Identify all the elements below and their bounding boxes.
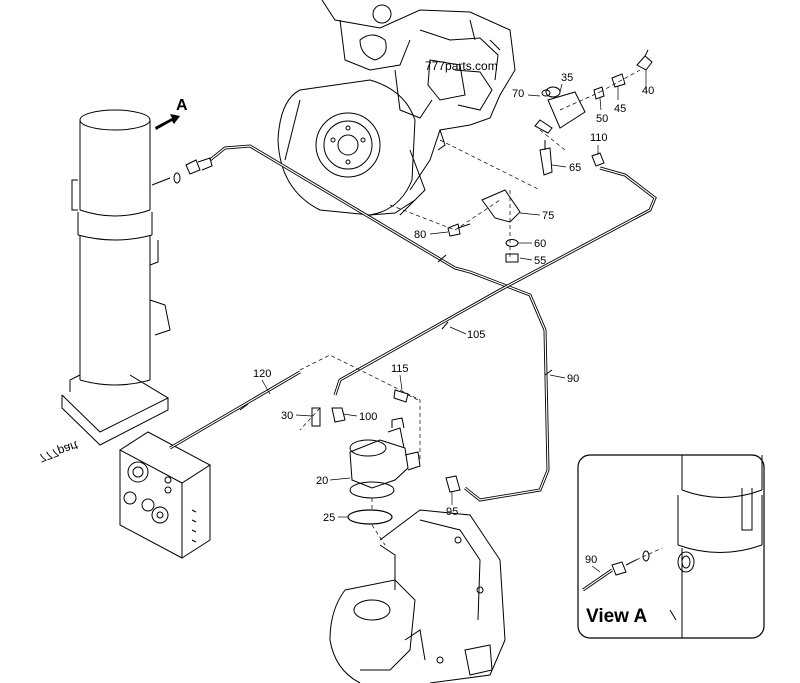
callout-120: 120	[253, 368, 271, 380]
view-arrow	[155, 114, 180, 130]
fitting-50	[593, 86, 605, 100]
inset-title: View A	[586, 606, 648, 627]
callout-35: 35	[561, 72, 573, 84]
callout-90-inset: 90	[585, 554, 597, 566]
callout-60: 60	[534, 238, 546, 250]
washer-60	[505, 239, 519, 247]
view-letter: A	[176, 97, 188, 114]
watermark-top: 777parts.com	[425, 59, 498, 73]
callout-20: 20	[316, 475, 328, 487]
engine-drawing	[277, 0, 516, 216]
callout-90: 90	[567, 373, 579, 385]
fitting-115	[393, 389, 409, 403]
hose-105	[209, 144, 550, 502]
callout-100: 100	[359, 411, 377, 423]
callout-55: 55	[534, 255, 546, 267]
bolt-30	[311, 407, 321, 427]
callout-25: 25	[323, 512, 335, 524]
compressor-drawing	[329, 509, 506, 683]
callout-45: 45	[614, 103, 626, 115]
elbow-100	[331, 407, 346, 423]
receiver-tank	[61, 109, 171, 446]
fitting-65	[539, 140, 553, 176]
tank-fittings	[151, 157, 213, 186]
part-70	[541, 89, 551, 97]
callout-70: 70	[512, 88, 524, 100]
callout-105: 105	[467, 329, 485, 341]
callout-30: 30	[281, 410, 293, 422]
callout-80: 80	[414, 229, 426, 241]
bolt-80	[447, 223, 471, 237]
valve-assembly-20	[349, 417, 421, 499]
callout-40: 40	[642, 85, 654, 97]
nut-55	[505, 253, 519, 263]
bracket-75	[481, 189, 521, 223]
callout-65: 65	[569, 162, 581, 174]
inset-view-a	[577, 454, 765, 639]
callout-75: 75	[542, 210, 554, 222]
fitting-40	[636, 49, 653, 71]
callout-95: 95	[446, 506, 458, 518]
callout-50: 50	[596, 113, 608, 125]
fitting-45	[611, 73, 626, 88]
callout-115: 115	[391, 363, 409, 375]
gauge-panel	[119, 431, 211, 559]
callout-110: 110	[590, 132, 608, 144]
watermark-left: 777part	[37, 438, 81, 465]
fitting-110	[591, 152, 605, 167]
fitting-95	[445, 475, 461, 493]
o-ring-25	[347, 509, 393, 525]
